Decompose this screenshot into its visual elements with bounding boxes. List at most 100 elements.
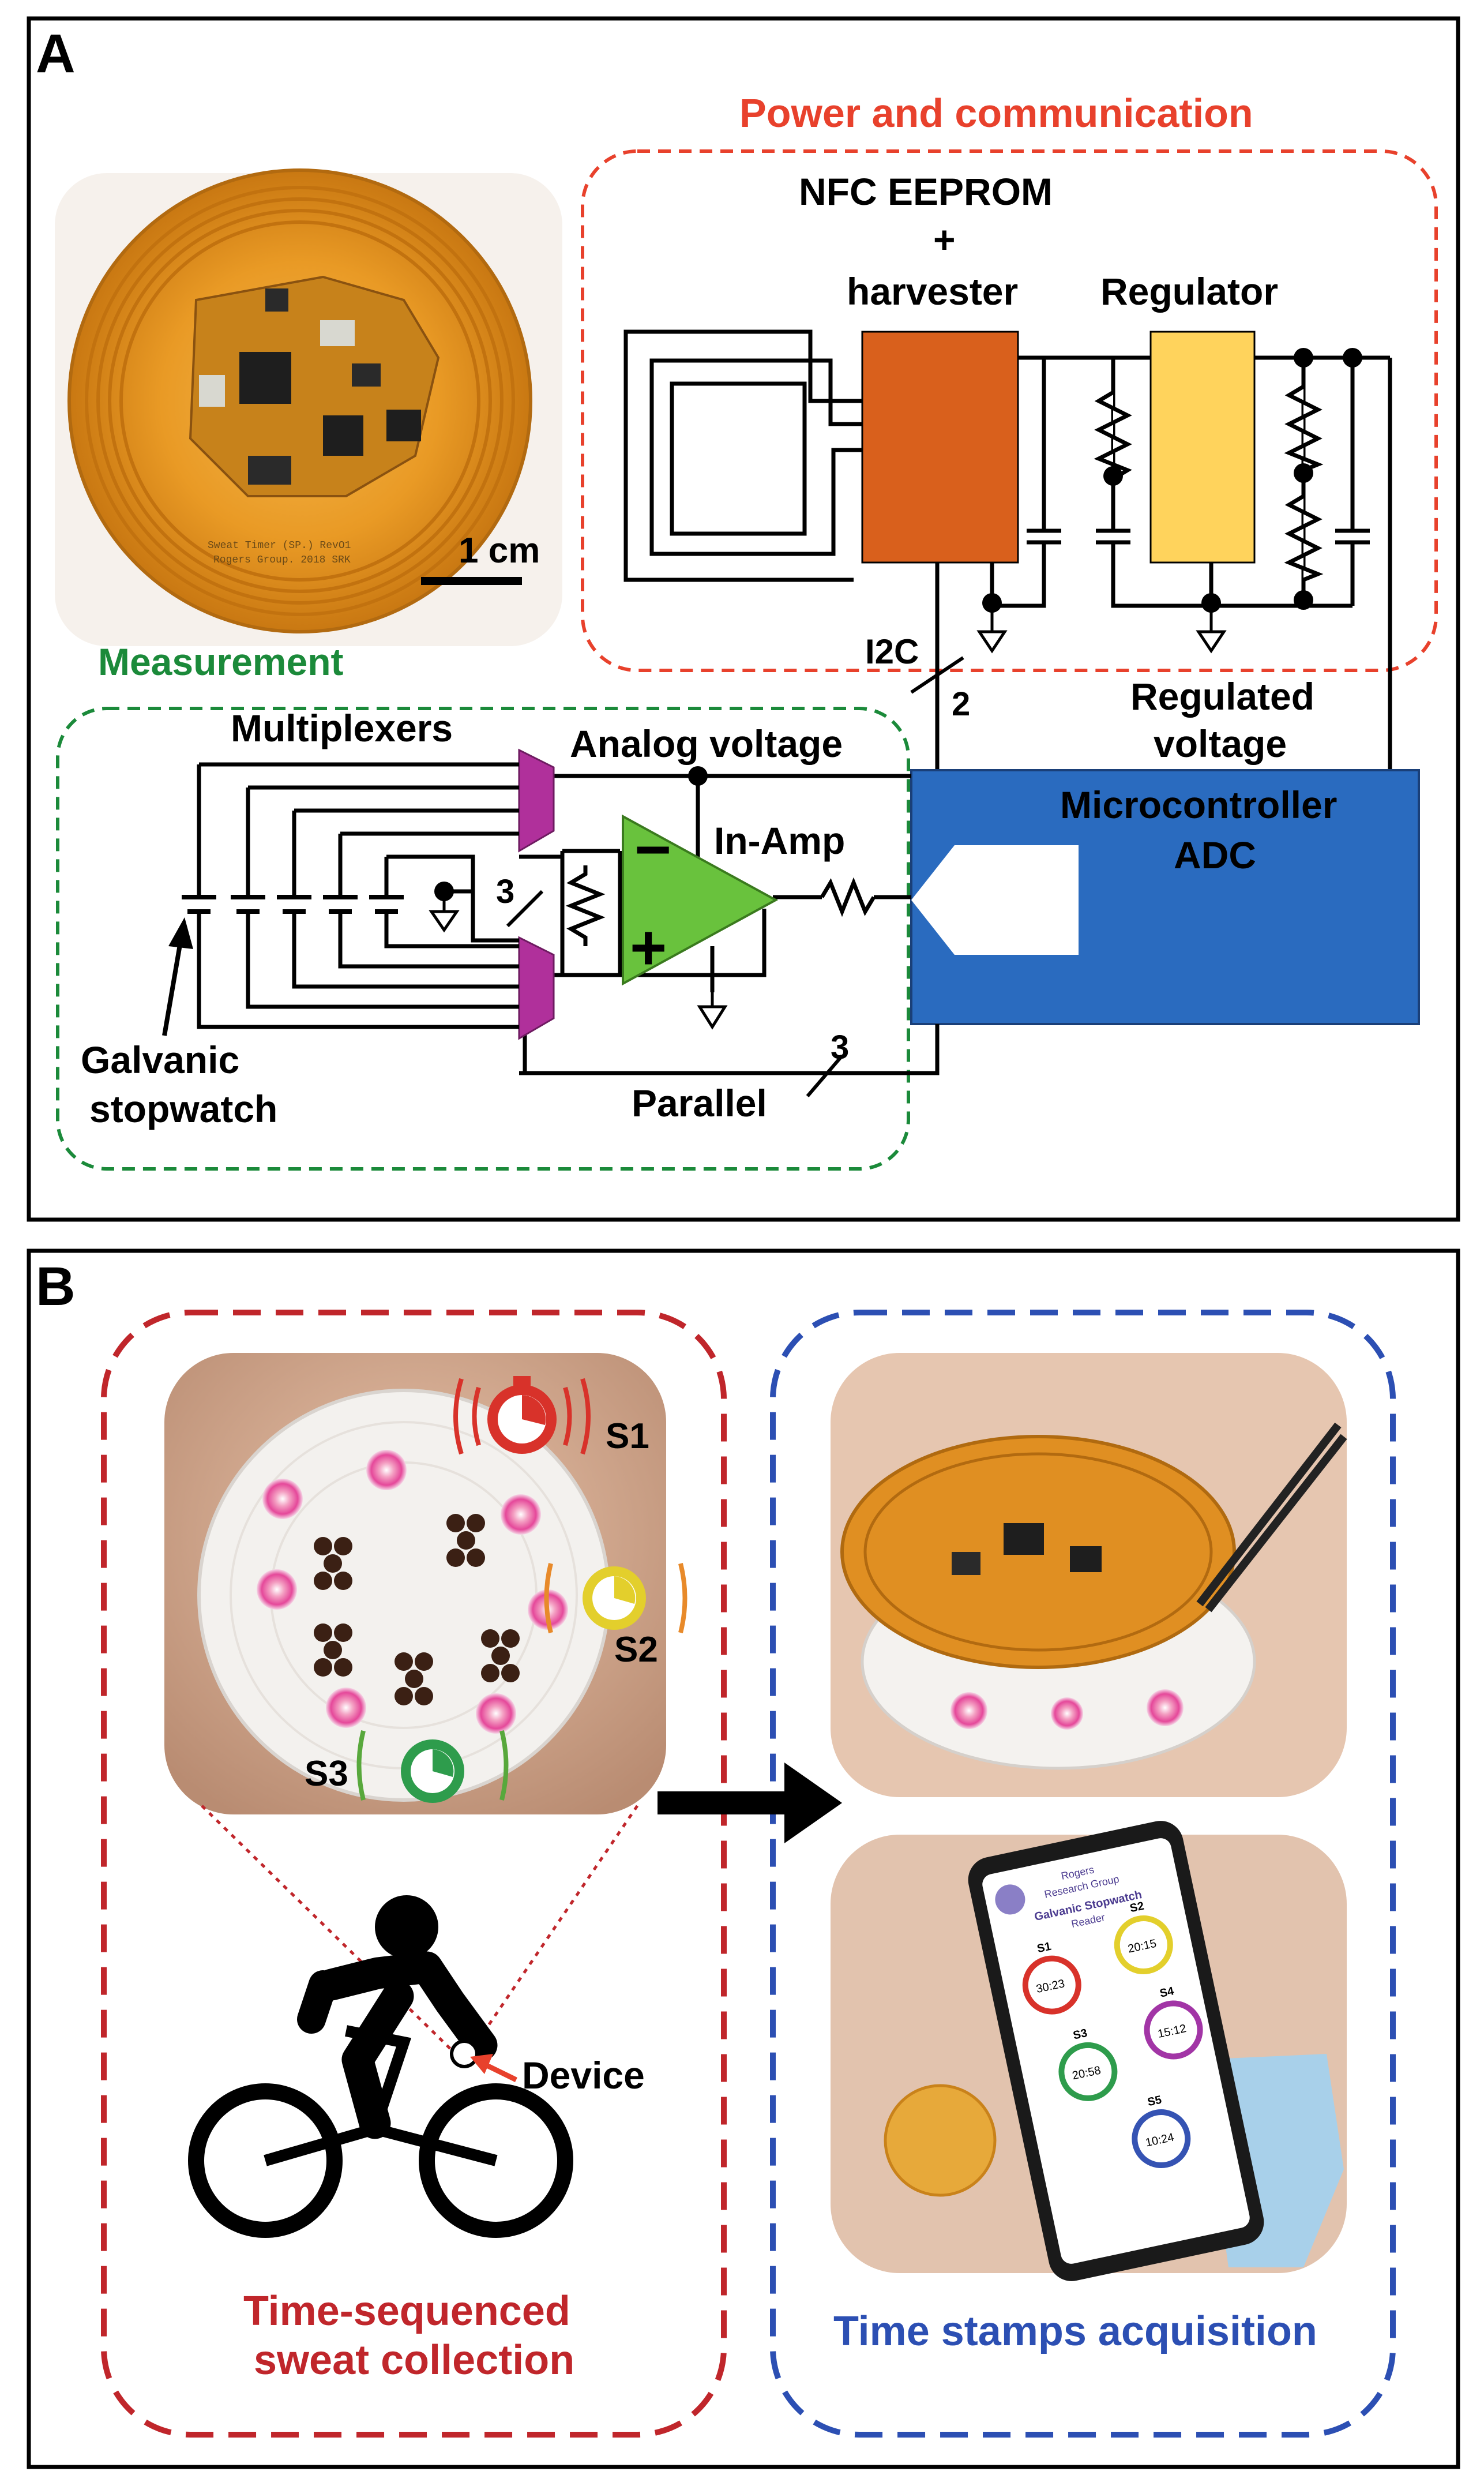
sensor-label-s3: S3 bbox=[305, 1754, 348, 1794]
resistor bbox=[1284, 479, 1324, 582]
microcontroller-label: Microcontroller bbox=[1060, 783, 1337, 826]
junction-dot bbox=[1294, 463, 1313, 483]
junction-dot bbox=[1201, 593, 1221, 613]
pcb-chip bbox=[386, 410, 421, 441]
mux-select-count: 3 bbox=[496, 873, 514, 910]
phone-timer-label: S1 bbox=[1036, 1940, 1053, 1956]
sweat-inlet bbox=[950, 1692, 987, 1729]
sweat-device-photo: S1 S2 S3 bbox=[164, 1353, 687, 1814]
left-caption-line1: Time-sequenced bbox=[243, 2288, 570, 2334]
nfc-antenna-coil bbox=[623, 329, 862, 582]
regulated-voltage-line1: Regulated bbox=[1130, 675, 1314, 718]
sweat-inlet bbox=[476, 1693, 516, 1734]
input-resistor bbox=[820, 877, 876, 917]
junction-dot bbox=[688, 766, 708, 786]
stopwatch-icon-s2 bbox=[544, 1563, 687, 1633]
pcb-silkscreen-line: Rogers Group. 2018 SRK bbox=[213, 554, 351, 566]
sweat-inlet bbox=[1147, 1689, 1184, 1726]
capacitor-gap bbox=[1341, 531, 1364, 542]
adc-notch bbox=[911, 845, 1079, 955]
measurement-wiring bbox=[519, 774, 940, 1075]
pcb-chip bbox=[952, 1552, 980, 1575]
phone-timer-s2: S2 20:15 bbox=[1114, 1900, 1173, 1975]
device-on-arm-photo bbox=[831, 1353, 1347, 1797]
power-group-label: Power and communication bbox=[739, 91, 1253, 136]
junction-dot bbox=[1294, 348, 1313, 368]
pcb-coil-ring bbox=[119, 220, 480, 582]
sweat-inlet bbox=[366, 1450, 407, 1490]
pcb-coil-ring bbox=[85, 186, 515, 616]
sensor-label-s2: S2 bbox=[614, 1630, 658, 1670]
galvanic-label-line1: Galvanic bbox=[81, 1038, 239, 1081]
capacitor bbox=[1096, 528, 1130, 545]
tweezers bbox=[1196, 1422, 1347, 1613]
device-pointer-arrow bbox=[483, 2061, 517, 2083]
junction-dot bbox=[1343, 348, 1362, 368]
galvanic-label-line2: stopwatch bbox=[89, 1088, 277, 1130]
zoom-line bbox=[201, 1805, 460, 2058]
parallel-count: 3 bbox=[831, 1029, 849, 1066]
regulated-voltage-line2: voltage bbox=[1154, 722, 1287, 765]
research-group-logo bbox=[995, 1884, 1025, 1915]
capacitor-gap bbox=[1032, 531, 1055, 542]
adc-label: ADC bbox=[1174, 834, 1256, 876]
parallel-slash bbox=[806, 1055, 844, 1097]
phone-timer-label: S4 bbox=[1159, 1985, 1175, 2000]
feedback-resistor bbox=[565, 865, 606, 946]
nfc-harvester-block bbox=[861, 331, 1019, 564]
scale-bar-label: 1 cm bbox=[459, 531, 540, 571]
mux-select-slash bbox=[506, 890, 544, 928]
electrode-cluster bbox=[314, 1514, 520, 1705]
multiplexer-top bbox=[518, 748, 555, 853]
galvanic-arrow bbox=[162, 934, 184, 1036]
phone-timer-s1: S1 30:23 bbox=[1022, 1940, 1081, 2015]
junction-dot bbox=[1103, 466, 1123, 486]
phone-timer-label: S5 bbox=[1147, 2094, 1163, 2109]
sensor-label-s1: S1 bbox=[606, 1416, 649, 1456]
pcb-chip bbox=[1004, 1523, 1044, 1555]
junction-dot bbox=[1294, 590, 1313, 610]
pcb-chip bbox=[239, 352, 291, 404]
sweat-inlet bbox=[501, 1494, 541, 1535]
phone-timer-s5: S5 10:24 bbox=[1132, 2094, 1191, 2169]
phone-timer-s3: S3 20:58 bbox=[1058, 2027, 1118, 2101]
measurement-group-label: Measurement bbox=[98, 640, 344, 683]
pcb-chip bbox=[248, 456, 291, 485]
in-amp-triangle bbox=[622, 814, 779, 986]
regulator-block bbox=[1149, 331, 1256, 564]
galvanic-arrowhead bbox=[168, 917, 193, 949]
sweat-inlet bbox=[262, 1479, 303, 1519]
multiplexers-label: Multiplexers bbox=[231, 707, 453, 749]
left-dashed-box bbox=[101, 1310, 727, 2438]
device-pointer-arrowhead bbox=[470, 2054, 493, 2074]
i2c-label: I2C bbox=[865, 632, 919, 671]
right-caption: Time stamps acquisition bbox=[833, 2308, 1317, 2354]
pcb-chip bbox=[352, 363, 381, 387]
scale-bar bbox=[421, 577, 522, 585]
device-label: Device bbox=[522, 2054, 645, 2097]
in-amp-plus: + bbox=[630, 912, 667, 983]
nfc-label-line2: + bbox=[933, 218, 956, 261]
analog-voltage-label: Analog voltage bbox=[570, 722, 843, 765]
sweat-inlet bbox=[326, 1688, 366, 1728]
measurement-group-outline bbox=[56, 707, 910, 1171]
capacitor-gap bbox=[1102, 531, 1125, 542]
zoom-line bbox=[465, 1805, 639, 2058]
ground-symbol bbox=[976, 606, 1008, 654]
pcb-chip bbox=[1070, 1546, 1102, 1572]
ground-symbol bbox=[1196, 606, 1227, 654]
phone-timer-s4: S4 15:12 bbox=[1144, 1985, 1203, 2060]
phone-timer-label: S3 bbox=[1072, 2027, 1089, 2042]
nfc-label-line1: NFC EEPROM bbox=[799, 170, 1053, 213]
pcb-coil-ring bbox=[108, 209, 492, 593]
right-dashed-box bbox=[770, 1310, 1396, 2438]
stopwatch-icon-s1 bbox=[453, 1376, 591, 1455]
i2c-slash bbox=[910, 656, 964, 694]
in-amp-label: In-Amp bbox=[714, 819, 845, 862]
regulator-label: Regulator bbox=[1100, 270, 1278, 313]
phone-timer-label: S2 bbox=[1129, 1900, 1145, 1915]
sweat-inlet bbox=[257, 1569, 297, 1610]
pcb-silkscreen-line: Sweat Timer (SP.) RevO1 bbox=[208, 540, 351, 552]
nfc-label-line3: harvester bbox=[847, 270, 1018, 313]
